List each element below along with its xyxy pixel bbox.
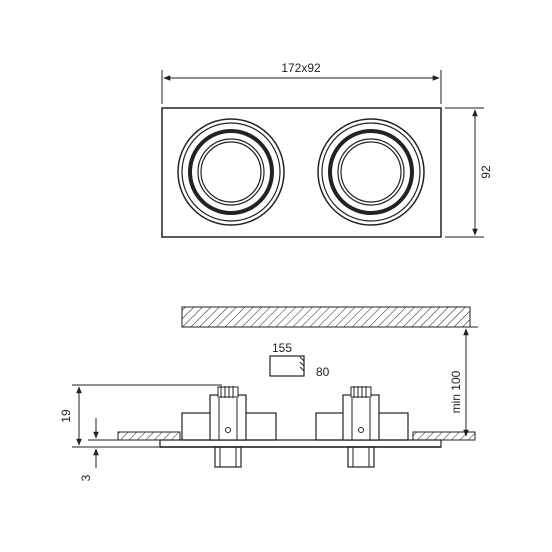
height-dimension-label: 92 — [479, 165, 493, 179]
height-19-label: 19 — [59, 409, 73, 423]
lamp-left-top — [177, 118, 285, 226]
top-view: 172x92 92 — [161, 61, 493, 238]
width-dimension-label: 172x92 — [281, 61, 321, 75]
cutout-symbol: 155 80 — [269, 341, 330, 379]
side-view: min 100 155 80 — [59, 306, 478, 481]
ceiling-slab — [181, 306, 471, 328]
ceiling-board-left — [117, 431, 181, 441]
frame-outline — [161, 107, 442, 238]
flange-3-label: 3 — [79, 474, 93, 481]
cutout-width-label: 155 — [272, 341, 292, 355]
lamp-right-top — [317, 118, 425, 226]
frame-plate — [159, 439, 442, 448]
lamp-left-side — [181, 386, 277, 468]
cutout-depth-label: 80 — [316, 365, 330, 379]
lamp-right-side — [315, 386, 409, 468]
ceiling-board-right — [412, 431, 476, 441]
clearance-dimension-label: min 100 — [449, 370, 463, 413]
